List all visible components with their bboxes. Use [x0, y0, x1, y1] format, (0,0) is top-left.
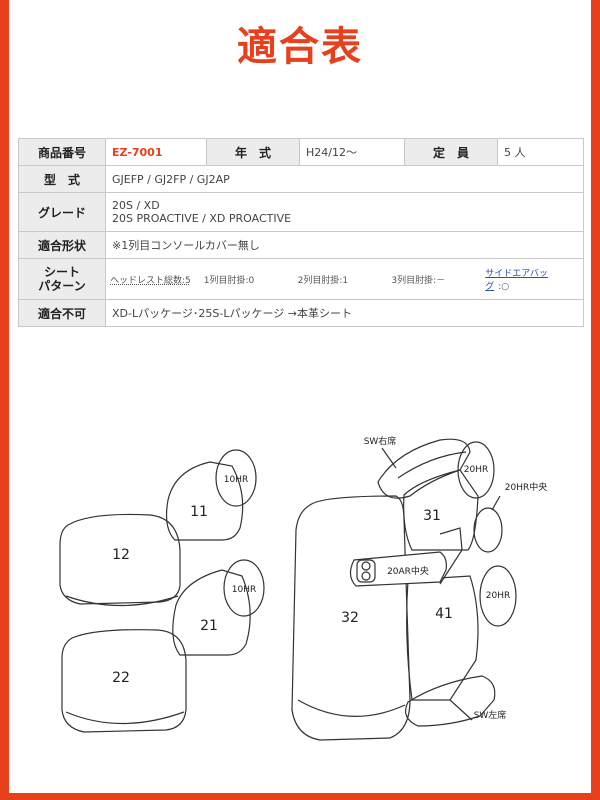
row1-armrest: 1列目肘掛:0 [203, 275, 255, 286]
grade-line-1: 20S / XD [112, 199, 160, 212]
side-airbag-link[interactable]: サイドエアバッグ [485, 269, 548, 292]
leader-line [491, 495, 501, 511]
label-32: 32 [341, 610, 359, 626]
airbag-cell: サイドエアバッグ:○ [485, 266, 579, 292]
seat-piece-32 [291, 495, 411, 741]
cupholder-icon [361, 561, 371, 571]
page-title: 適合表 [237, 24, 363, 70]
seat-seam [397, 451, 467, 479]
headrest-10hr-2 [223, 559, 265, 617]
headrest-20hr-2 [479, 565, 517, 627]
seat-piece-41 [406, 575, 479, 701]
headrest-count: ヘッドレスト総数:5 [110, 275, 191, 286]
product-no-label: 商品番号 [18, 138, 106, 166]
nofit-label: 適合不可 [18, 299, 106, 327]
sw-left-cover [405, 675, 496, 727]
label-20hr-center: 20HR中央 [505, 481, 547, 493]
label-21: 21 [200, 618, 218, 634]
sw-right-cover [377, 438, 471, 499]
pattern-label-line-1: シート [43, 265, 80, 279]
product-code: EZ-7001 [112, 145, 163, 159]
table-row: シート パターン ヘッドレスト総数:5 1列目肘掛:0 2列目肘掛:1 3列目肘… [18, 258, 584, 300]
armrest-cupholder-icon [356, 559, 376, 583]
grade-line-2: 20S PROACTIVE / XD PROACTIVE [112, 212, 292, 225]
label-10hr-1: 10HR [224, 475, 248, 485]
seat-piece-22 [61, 629, 187, 733]
model-label: 型 式 [18, 165, 106, 193]
label-20hr-1: 20HR [464, 465, 488, 475]
seat-seam [297, 699, 406, 717]
seat-diagram: 11 12 21 22 32 31 41 10HR 10HR 20HR 20HR… [0, 400, 600, 780]
table-row: 適合形状 ※1列目コンソールカバー無し [18, 231, 584, 259]
spec-table: 商品番号 EZ-7001 年 式 H24/12〜 定 員 5 人 型 式 GJE… [18, 138, 584, 327]
leader-line [449, 699, 473, 721]
seat-piece-12 [59, 513, 181, 605]
leader-line [381, 447, 397, 469]
seat-seam [65, 595, 179, 607]
armrest-strap [439, 527, 463, 585]
year-label: 年 式 [206, 138, 300, 166]
model-value: GJEFP / GJ2FP / GJ2AP [105, 165, 584, 193]
row2-armrest: 2列目肘掛:1 [297, 275, 349, 286]
table-row: グレード 20S / XD 20S PROACTIVE / XD PROACTI… [18, 192, 584, 232]
table-row: 適合不可 XD-Lパッケージ･25S-Lパッケージ →本革シート [18, 299, 584, 327]
grade-value: 20S / XD 20S PROACTIVE / XD PROACTIVE [105, 192, 584, 232]
table-row: 商品番号 EZ-7001 年 式 H24/12〜 定 員 5 人 [18, 138, 584, 166]
seat-seam [65, 711, 185, 725]
label-12: 12 [112, 547, 130, 563]
headrest-20hr-1 [457, 441, 495, 499]
label-10hr-2: 10HR [232, 585, 256, 595]
fit-label: 適合形状 [18, 231, 106, 259]
label-11: 11 [190, 504, 208, 520]
year-value: H24/12〜 [299, 138, 405, 166]
grade-label: グレード [18, 192, 106, 232]
table-row: 型 式 GJEFP / GJ2FP / GJ2AP [18, 165, 584, 193]
headrest-20hr-center [473, 507, 503, 553]
seat-piece-21 [172, 569, 251, 656]
pattern-label: シート パターン [18, 258, 106, 300]
headrest-10hr-1 [215, 449, 257, 507]
label-41: 41 [435, 606, 453, 622]
nofit-value: XD-Lパッケージ･25S-Lパッケージ →本革シート [105, 299, 584, 327]
capacity-value: 5 人 [497, 138, 584, 166]
pattern-label-line-2: パターン [38, 279, 86, 293]
fit-value: ※1列目コンソールカバー無し [105, 231, 584, 259]
label-20hr-2: 20HR [486, 591, 510, 601]
airbag-value: :○ [498, 282, 510, 292]
capacity-label: 定 員 [404, 138, 498, 166]
label-sw-left: SW左席 [474, 709, 507, 721]
pattern-subcells: ヘッドレスト総数:5 1列目肘掛:0 2列目肘掛:1 3列目肘掛:－ サイドエア… [110, 259, 579, 299]
pattern-value: ヘッドレスト総数:5 1列目肘掛:0 2列目肘掛:1 3列目肘掛:－ サイドエア… [105, 258, 584, 300]
label-22: 22 [112, 670, 130, 686]
row3-armrest: 3列目肘掛:－ [391, 275, 446, 286]
label-sw-right: SW右席 [364, 435, 397, 447]
label-20ar-center: 20AR中央 [387, 565, 429, 577]
seat-piece-11 [165, 461, 244, 541]
cupholder-icon [361, 571, 371, 581]
product-no-value: EZ-7001 [105, 138, 207, 166]
label-31: 31 [423, 508, 441, 524]
